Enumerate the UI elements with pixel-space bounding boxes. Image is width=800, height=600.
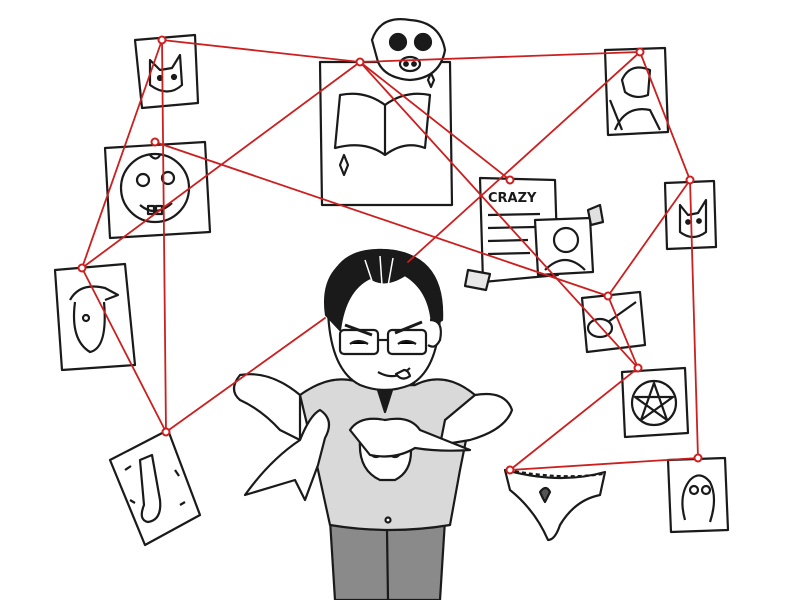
document-note: CRAZY	[478, 176, 605, 284]
paper-soldier-sketch	[603, 46, 670, 137]
paper-torso-sketch	[666, 456, 730, 534]
red-strings	[81, 39, 699, 471]
paper-sock-sketch	[108, 428, 202, 547]
paper-guitar-sketch	[580, 290, 647, 354]
right-arm	[438, 392, 514, 447]
dinosaur-puppet-left	[243, 408, 331, 502]
paper-cap-man	[53, 262, 137, 372]
left-arm	[232, 373, 302, 442]
pinned-papers: CRAZY	[53, 18, 730, 547]
paper-scrap	[463, 268, 492, 292]
man-with-glasses	[232, 248, 514, 600]
document-note-heading: CRAZY	[488, 191, 537, 206]
pushpins	[77, 35, 703, 475]
underwear-drawing	[503, 468, 607, 542]
paper-cat-sketch	[133, 33, 200, 110]
dinosaur-puppet-right	[348, 417, 472, 458]
paper-pentagram	[620, 366, 690, 439]
man-hair	[324, 248, 444, 332]
pig-face-drawing	[370, 18, 447, 82]
